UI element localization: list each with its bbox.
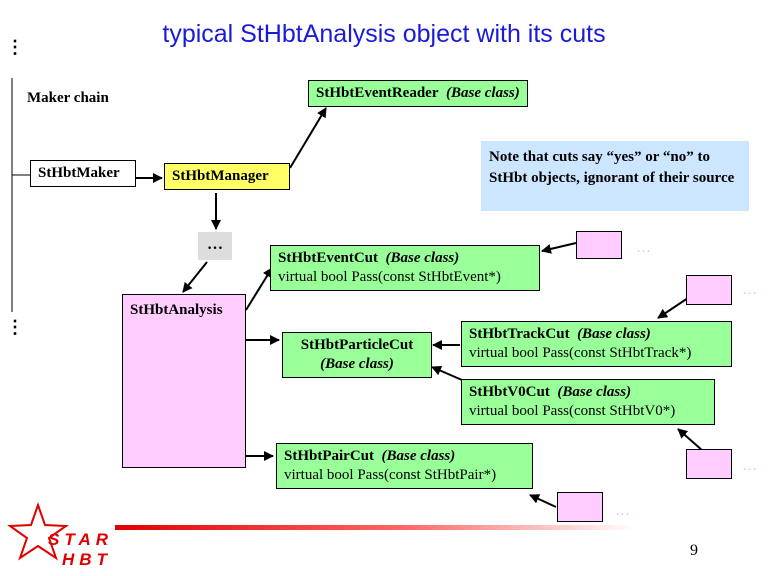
v0-cut-base: (Base class) (557, 384, 632, 400)
track-cut-box: StHbtTrackCut (Base class) virtual bool … (461, 321, 732, 367)
pink-dots-4: … (615, 503, 631, 519)
arrow-pink-trackcut (657, 297, 689, 319)
vertical-ellipsis-bottom: ⋮ (6, 317, 24, 337)
hbt-manager-name: StHbtManager (172, 168, 269, 184)
arrow-v0cut-particlecut (431, 365, 463, 381)
track-cut-name: StHbtTrackCut (469, 326, 570, 342)
arrow-ellipsis-analysis (182, 261, 208, 293)
red-divider-bar (115, 525, 635, 530)
particle-cut-box: StHbtParticleCut (Base class) (282, 332, 432, 378)
pink-placeholder-trackcut (686, 275, 732, 305)
event-cut-method: virtual bool Pass(const StHbtEvent*) (278, 269, 501, 285)
event-cut-name: StHbtEventCut (278, 250, 379, 266)
vertical-ellipsis-top: ⋮ (6, 37, 24, 57)
logo-star-text: STAR (48, 530, 114, 549)
analysis-name: StHbtAnalysis (130, 302, 223, 318)
arrow-pink-paircut (529, 494, 557, 508)
pink-placeholder-eventcut (576, 231, 622, 259)
logo-hbt-text: HBT (62, 550, 112, 569)
ellipsis-box: … (198, 232, 232, 260)
ellipsis-text: … (207, 236, 223, 253)
hbt-maker-box: StHbtMaker (30, 160, 136, 187)
analysis-box: StHbtAnalysis (122, 294, 246, 468)
slide-title: typical StHbtAnalysis object with its cu… (162, 20, 606, 48)
pink-dots-3: … (742, 458, 758, 474)
pink-placeholder-paircut (557, 492, 603, 522)
hbt-manager-box: StHbtManager (164, 163, 290, 190)
particle-cut-base: (Base class) (320, 356, 394, 372)
v0-cut-box: StHbtV0Cut (Base class) virtual bool Pas… (461, 379, 715, 425)
event-reader-name: StHbtEventReader (316, 85, 439, 101)
star-logo-icon (7, 501, 69, 561)
v0-cut-method: virtual bool Pass(const StHbtV0*) (469, 403, 676, 419)
pink-placeholder-v0cut (686, 449, 732, 479)
arrow-pink-eventcut (541, 242, 577, 254)
arrow-pink-v0cut (677, 428, 704, 452)
page-number: 9 (690, 542, 698, 559)
hbt-maker-name: StHbtMaker (38, 165, 120, 181)
maker-chain-label: Maker chain (27, 90, 109, 106)
pair-cut-method: virtual bool Pass(const StHbtPair*) (284, 467, 497, 483)
pink-dots-1: … (636, 240, 652, 256)
pink-dots-2: … (742, 282, 758, 298)
track-cut-base: (Base class) (577, 326, 651, 342)
particle-cut-name: StHbtParticleCut (300, 337, 414, 353)
event-reader-base: (Base class) (446, 85, 520, 101)
v0-cut-name: StHbtV0Cut (469, 384, 550, 400)
pair-cut-box: StHbtPairCut (Base class) virtual bool P… (276, 443, 533, 489)
pair-cut-base: (Base class) (381, 448, 456, 464)
event-reader-box: StHbtEventReader (Base class) (308, 80, 528, 107)
pair-cut-name: StHbtPairCut (284, 448, 374, 464)
arrow-analysis-eventcut (245, 267, 273, 311)
note-box: Note that cuts say “yes” or “no” to StHb… (481, 141, 749, 211)
track-cut-method: virtual bool Pass(const StHbtTrack*) (469, 345, 692, 361)
event-cut-base: (Base class) (385, 250, 460, 266)
arrow-manager-reader (289, 107, 327, 169)
event-cut-box: StHbtEventCut (Base class) virtual bool … (270, 245, 540, 291)
